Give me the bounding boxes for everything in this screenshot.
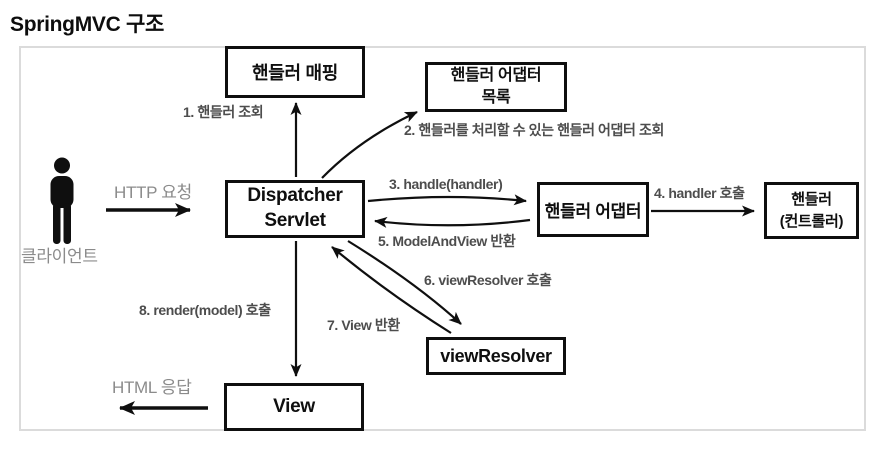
box-view-label: View [273, 396, 315, 417]
box-handler-adapter-list-line2: 목록 [481, 89, 511, 106]
label-step8-render-call: 8. render(model) 호출 [139, 302, 271, 318]
box-handler-controller-line2: (컨트롤러) [779, 212, 844, 230]
box-handler-adapter-list-line1: 핸들러 어댑터 [450, 67, 542, 85]
page-title: SpringMVC 구조 [10, 13, 165, 36]
box-handler-adapter: 핸들러 어댑터 [537, 182, 649, 237]
label-step1-handler-lookup: 1. 핸들러 조회 [183, 104, 264, 120]
label-step6-viewresolver-call: 6. viewResolver 호출 [424, 272, 552, 288]
label-client: 클라이언트 [21, 247, 98, 266]
label-step4-handler-call: 4. handler 호출 [654, 185, 745, 201]
box-view-resolver-label: viewResolver [440, 345, 552, 366]
box-dispatcher-servlet: Dispatcher Servlet [225, 180, 365, 238]
box-handler-mapping-label: 핸들러 매핑 [251, 63, 338, 83]
box-dispatcher-servlet-line2: Servlet [264, 210, 326, 231]
box-view: View [224, 383, 364, 431]
box-dispatcher-servlet-line1: Dispatcher [247, 185, 343, 207]
box-handler-adapter-list: 핸들러 어댑터 목록 [425, 62, 567, 112]
box-handler-mapping: 핸들러 매핑 [225, 46, 365, 98]
box-handler-controller: 핸들러 (컨트롤러) [764, 182, 859, 239]
box-handler-adapter-label: 핸들러 어댑터 [544, 202, 642, 221]
label-step2-adapter-lookup: 2. 핸들러를 처리할 수 있는 핸들러 어댑터 조회 [404, 122, 664, 138]
label-step5-modelandview-return: 5. ModelAndView 반환 [378, 233, 516, 249]
box-view-resolver: viewResolver [426, 337, 566, 375]
person-icon [50, 157, 74, 244]
label-step3-handle: 3. handle(handler) [389, 176, 503, 192]
label-step7-view-return: 7. View 반환 [327, 317, 400, 333]
box-handler-controller-line1: 핸들러 [791, 190, 832, 208]
label-html-response: HTML 응답 [112, 378, 192, 397]
label-http-request: HTTP 요청 [114, 183, 192, 202]
